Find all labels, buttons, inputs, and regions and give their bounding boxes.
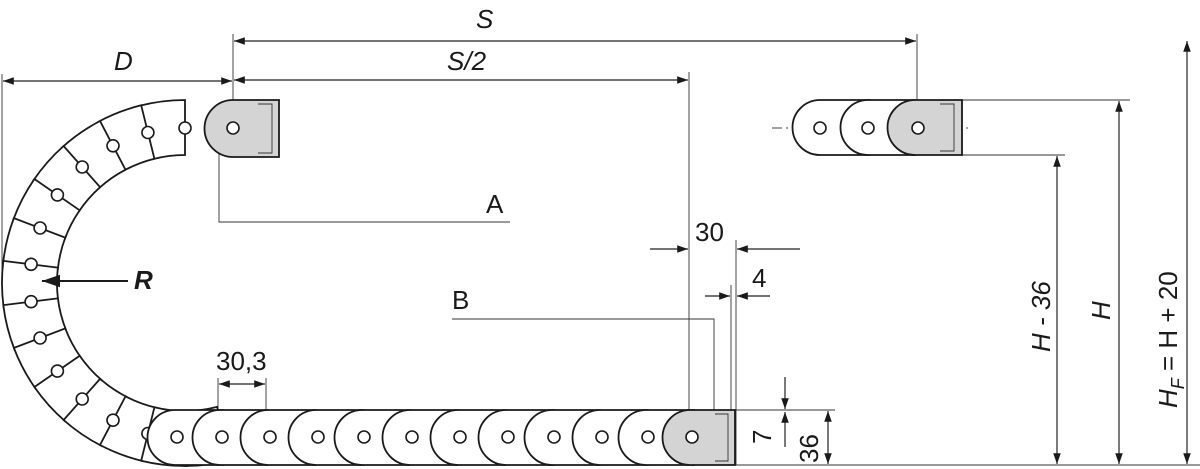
arc-link-pin (33, 331, 47, 345)
chain-top-left-end (203, 99, 280, 158)
dimension-s: S (232, 4, 918, 100)
dimension-s-half: S/2 (234, 46, 690, 412)
bottom-link-pin (595, 430, 609, 444)
arc-link-pin (24, 257, 38, 272)
arc-link-pin (33, 221, 47, 235)
radius-pointer: R (42, 265, 153, 295)
bottom-link-pin (215, 430, 229, 444)
arc-link-pin (24, 294, 38, 309)
dimension-7-36: 7 36 (735, 377, 1200, 466)
arc-link-pin (178, 121, 192, 135)
bottom-link-pin (311, 430, 325, 444)
arc-link-pin (75, 392, 89, 406)
bottom-link-pin (170, 430, 184, 444)
label-hf: HF = H + 20 (1153, 271, 1188, 408)
arc-link-pin (106, 139, 120, 153)
label-b: B (452, 285, 469, 315)
bottom-link-pin (357, 430, 371, 444)
label-s: S (476, 4, 494, 34)
arc-link-pin (141, 125, 155, 140)
bottom-link-pin (453, 430, 467, 444)
label-30: 30 (695, 217, 724, 247)
bottom-link-pin (547, 430, 561, 444)
dimension-d: D (1, 46, 232, 270)
label-h-minus-36: H - 36 (1026, 281, 1056, 352)
bottom-link-pin (501, 430, 515, 444)
leader-a: A (218, 140, 510, 223)
arc-link-pin (50, 364, 65, 378)
chain-bottom-end (661, 409, 736, 466)
bottom-link-pin (405, 430, 419, 444)
chain-bottom (146, 409, 700, 466)
dimension-30: 30 (650, 217, 800, 465)
label-7: 7 (747, 430, 777, 444)
label-d: D (114, 46, 133, 76)
chain-top-right (772, 99, 972, 156)
label-a: A (486, 189, 504, 219)
dimension-heights: H - 36 H HF = H + 20 (960, 40, 1191, 464)
arc-link-pin (75, 160, 89, 174)
label-4: 4 (752, 263, 766, 293)
label-36: 36 (794, 434, 824, 463)
dimension-30-3: 30,3 (216, 346, 267, 410)
label-h: H (1086, 301, 1116, 320)
bottom-link-pin (641, 430, 655, 444)
leader-b: B (452, 285, 715, 412)
label-30-3: 30,3 (216, 346, 267, 376)
arc-link-pin (50, 188, 65, 202)
bottom-link-pin (263, 430, 277, 444)
label-s-half: S/2 (447, 46, 487, 76)
label-r: R (134, 265, 153, 295)
arc-link-pin (106, 413, 120, 428)
